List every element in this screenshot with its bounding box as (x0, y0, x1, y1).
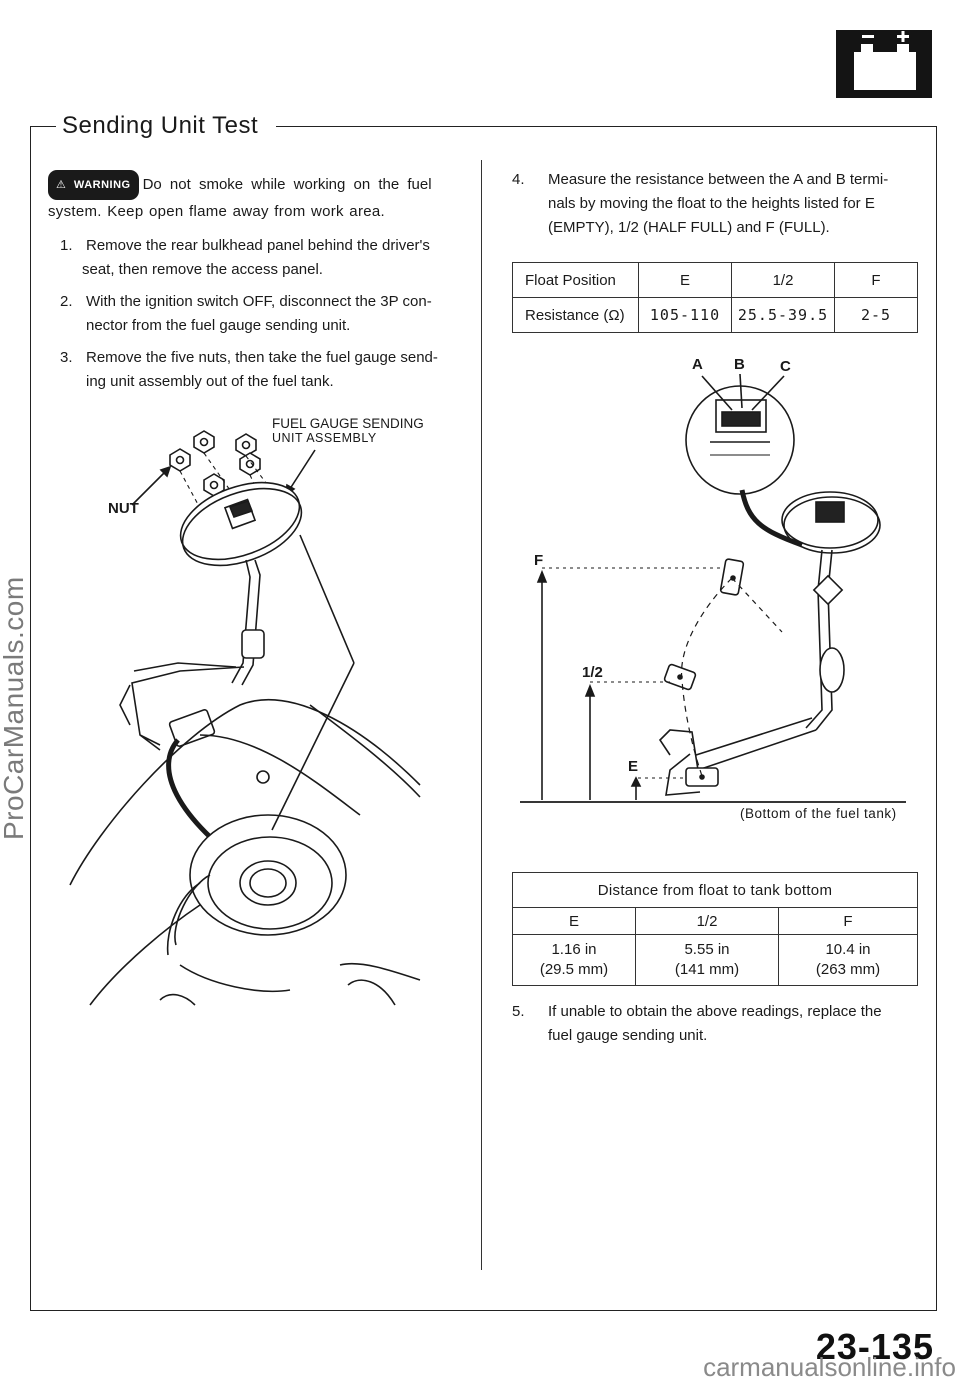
level-e-label: E (628, 758, 639, 775)
resistance-cell: 105-110 (638, 297, 732, 333)
page-number: 23-135 (815, 1326, 934, 1367)
resistance-cell: Resistance (Ω) (512, 297, 639, 333)
distance-table: Distance from float to tank bottom E 1/2… (512, 872, 918, 986)
frame-line (30, 126, 31, 1311)
distance-cell: 5.55 in(141 mm) (635, 934, 779, 986)
level-f-label: F (534, 552, 544, 569)
level-half-label: 1/2 (582, 664, 603, 681)
warning-badge: ⚠ WARNING (48, 170, 139, 200)
distance-header: Distance from float to tank bottom (512, 872, 918, 908)
bottom-watermark: carmanualsonline.info (703, 1352, 956, 1382)
float-height-diagram (520, 350, 920, 810)
step-text-line: If unable to obtain the above readings, … (548, 1003, 882, 1020)
distance-col-header: 1/2 (635, 907, 779, 935)
nut-icon (169, 430, 261, 497)
frame-line (936, 126, 937, 1311)
step-text-line: nector from the fuel gauge sending unit. (86, 317, 351, 334)
terminal-b-label: B (734, 356, 745, 373)
distance-cell: 10.4 in(263 mm) (778, 934, 918, 986)
assembly-callout: FUEL GAUGE SENDING UNIT ASSEMBLY (272, 416, 424, 446)
frame-line (30, 1310, 936, 1311)
distance-col-header: E (512, 907, 636, 935)
resistance-cell: 2-5 (834, 297, 918, 333)
step-text-line: ing unit assembly out of the fuel tank. (86, 373, 334, 390)
terminal-a-label: A (692, 356, 703, 373)
warning-line-2: system. Keep open flame away from work a… (48, 203, 386, 220)
step-number: 2. (60, 293, 73, 310)
resistance-cell: E (638, 262, 732, 298)
distance-col-header: F (778, 907, 918, 935)
assembly-label-2: UNIT ASSEMBLY (272, 431, 377, 445)
step-text-line: With the ignition switch OFF, disconnect… (86, 293, 432, 310)
distance-cell: 1.16 in(29.5 mm) (512, 934, 636, 986)
step-text-line: (EMPTY), 1/2 (HALF FULL) and F (FULL). (548, 219, 830, 236)
terminal-c-label: C (780, 358, 791, 375)
nut-label: NUT (108, 500, 139, 517)
resistance-cell: 1/2 (731, 262, 835, 298)
tank-bottom-caption: (Bottom of the fuel tank) (740, 806, 897, 821)
step-text-line: Remove the five nuts, then take the fuel… (86, 349, 438, 366)
step-text-line: Remove the rear bulkhead panel behind th… (86, 237, 430, 254)
warning-line-1: Do not smoke while working on the fuel (142, 176, 432, 193)
frame-line (30, 126, 56, 127)
resistance-cell: 25.5-39.5 (731, 297, 835, 333)
column-divider (481, 160, 482, 1270)
step-text-line: nals by moving the float to the heights … (548, 195, 875, 212)
step-number: 4. (512, 171, 525, 188)
step-text-line: seat, then remove the access panel. (82, 261, 323, 278)
assembly-label-1: FUEL GAUGE SENDING (272, 416, 424, 431)
battery-icon (836, 30, 932, 98)
step-text-line: Measure the resistance between the A and… (548, 171, 889, 188)
step-number: 5. (512, 1003, 525, 1020)
step-number: 1. (60, 237, 73, 254)
frame-line (276, 126, 936, 127)
step-text-line: fuel gauge sending unit. (548, 1027, 708, 1044)
section-title: Sending Unit Test (58, 112, 271, 140)
resistance-cell: F (834, 262, 918, 298)
side-watermark: ProCarManuals.com (0, 576, 29, 840)
resistance-cell: Float Position (512, 262, 639, 298)
step-number: 3. (60, 349, 73, 366)
sending-unit-removal-diagram (60, 405, 470, 1025)
resistance-table: Float Position E 1/2 F Resistance (Ω) 10… (512, 262, 918, 333)
